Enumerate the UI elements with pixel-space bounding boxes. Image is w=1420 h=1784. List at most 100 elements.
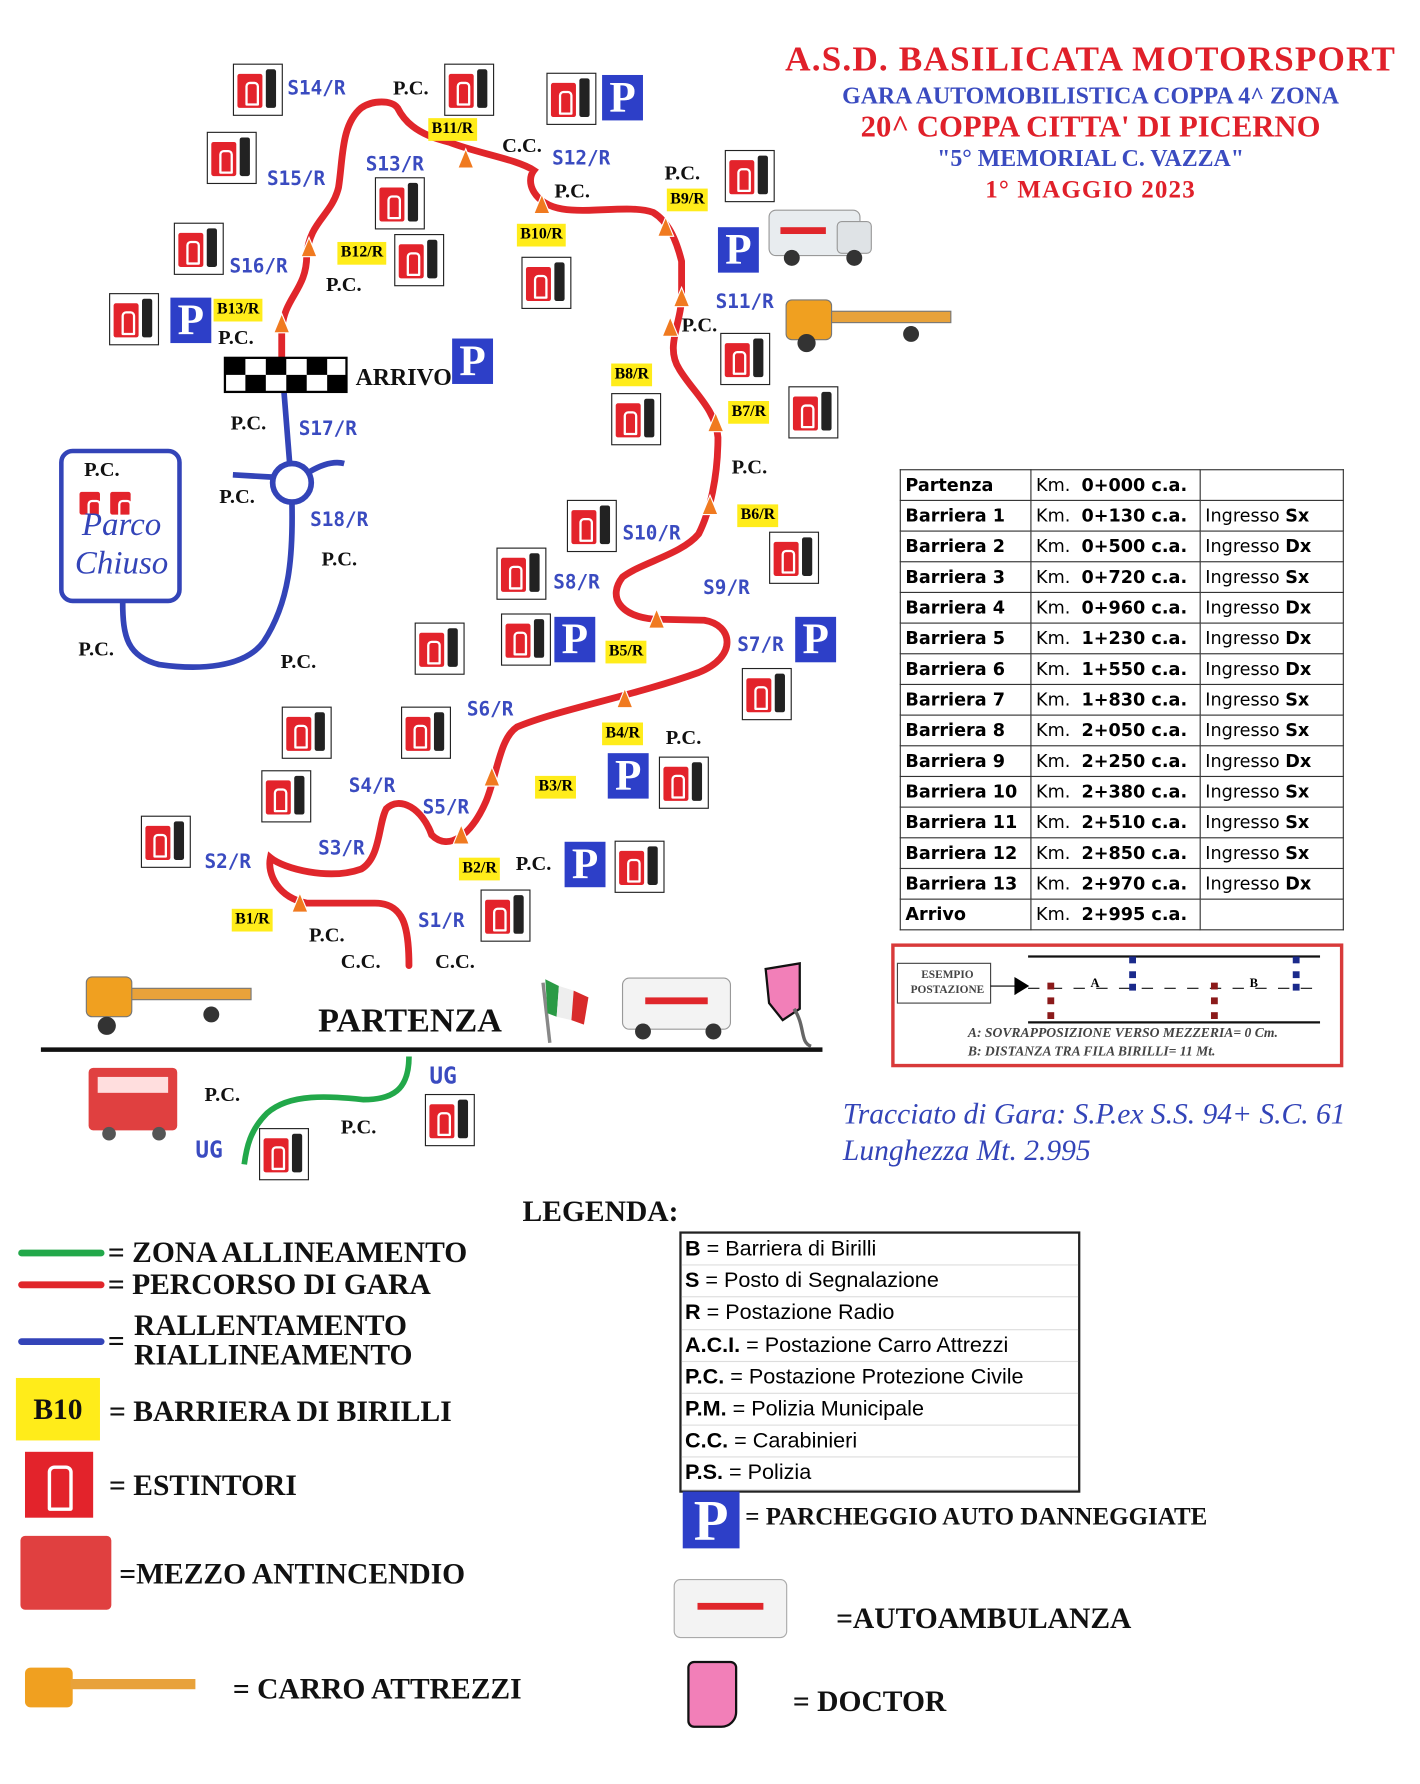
tow-truck-icon [785,299,952,353]
example-a-label: A [1090,976,1100,991]
extinguisher-radio-icon [261,770,312,823]
pc-label: P.C. [84,457,120,481]
sector-label: S1/R [418,909,465,933]
civil-protection-label: P.C. [515,852,552,875]
barrier-label: B7/R [728,401,770,424]
sector-label: S5/R [422,796,470,820]
parco-chiuso-box: P.C. Parco Chiuso [59,448,182,604]
barrier-label: B2/R [458,857,501,881]
cone-icon [291,891,309,913]
sector-label: S13/R [365,153,424,177]
extinguisher-radio-icon [500,613,551,666]
barrier-name: Barriera 12 [899,837,1032,870]
km-value: Km. 2+510 c.a. [1030,806,1201,839]
extinguisher-radio-icon [109,293,160,346]
edition-title: 20^ COPPA CITTA' DI PICERNO [860,109,1321,144]
civil-protection-label: P.C. [326,272,362,296]
legend-blue-eq: = [107,1324,125,1358]
carabinieri-label: C.C. [435,949,475,973]
parking-icon: P [682,1491,740,1549]
civil-protection-label: P.C. [554,179,590,203]
extinguisher-radio-icon [546,72,597,125]
parking-icon: P [564,841,606,887]
barrier-name: Barriera 7 [899,683,1032,716]
event-title: GARA AUTOMOBILISTICA COPPA 4^ ZONA [842,81,1339,110]
sector-label: S11/R [715,290,774,314]
cone-icon [615,686,634,709]
blue-line-swatch [18,1338,105,1346]
green-line-swatch [18,1249,105,1257]
legend-tow-truck: = CARRO ATTREZZI [232,1672,522,1706]
extinguisher-radio-icon [720,332,771,386]
civil-protection-label: P.C. [664,161,701,185]
sector-label: S4/R [348,774,396,798]
parking-icon: P [717,227,759,273]
finish-label: ARRIVO [355,363,452,391]
legend-doctor: = DOCTOR [792,1684,947,1718]
entry-side: Ingresso Sx [1199,775,1344,808]
entry-side: Ingresso Sx [1199,806,1344,839]
civil-protection-label: P.C. [731,455,768,479]
sector-label: S9/R [703,577,750,600]
extinguisher-radio-icon [611,393,662,446]
barrier-label: B9/R [666,188,709,212]
barrier-label: B1/R [231,908,274,932]
entry-side: Ingresso Dx [1199,653,1344,686]
sector-label: S6/R [466,698,514,722]
civil-protection-label: P.C. [218,326,254,349]
extinguisher-radio-icon [741,667,792,721]
civil-protection-label: P.C. [308,923,345,947]
legend-blue-2: RIALLINEAMENTO [134,1338,413,1372]
barrier-label: B4/R [602,722,644,746]
civil-protection-label: P.C. [230,411,267,434]
extinguisher-radio-icon [480,889,531,942]
barrier-label: B6/R [737,504,779,528]
km-value: Km. 1+830 c.a. [1030,683,1201,716]
barrier-name: Barriera 13 [899,867,1032,900]
cone-icon [533,192,551,215]
cone-icon [300,235,318,258]
extinguisher-radio-icon [521,256,572,309]
entry-side: Ingresso Sx [1199,499,1344,532]
parking-icon: P [452,339,494,384]
barrier-label: B10/R [516,223,567,247]
sector-label: S2/R [204,850,252,874]
km-value: Km. 2+250 c.a. [1030,745,1201,778]
cone-icon [483,765,501,787]
example-b-label: B [1249,976,1258,991]
km-value: Km. 2+970 c.a. [1030,867,1201,900]
cone-icon [272,312,291,334]
ug-label: UG [429,1062,457,1090]
legend-extinguisher: = ESTINTORI [109,1468,297,1502]
abbreviation-item: B = Barriera di Birilli [681,1234,1079,1266]
sector-label: S10/R [622,522,681,546]
abbreviation-item: P.S. = Polizia [681,1458,1079,1490]
barrier-name: Barriera 1 [899,499,1032,532]
doctor-icon [764,961,812,1048]
abbreviation-item: P.C. = Postazione Protezione Civile [681,1362,1079,1394]
km-value: Km. 1+550 c.a. [1030,653,1201,686]
km-value: Km. 1+230 c.a. [1030,622,1201,655]
extinguisher-radio-icon [281,706,332,759]
barrier-name: Barriera 5 [899,622,1032,655]
barrier-label: B13/R [213,298,263,322]
barrier-name: Barriera 6 [899,653,1032,686]
tow-truck-icon [85,976,252,1035]
civil-protection-label: P.C. [204,1082,241,1106]
extinguisher-radio-icon [232,63,283,116]
legend-blue-1: RALLENTAMENTO [134,1308,408,1342]
extinguisher-radio-icon [496,547,547,600]
cone-icon [706,410,725,433]
parco-chiuso-label: Parco Chiuso [74,506,169,582]
